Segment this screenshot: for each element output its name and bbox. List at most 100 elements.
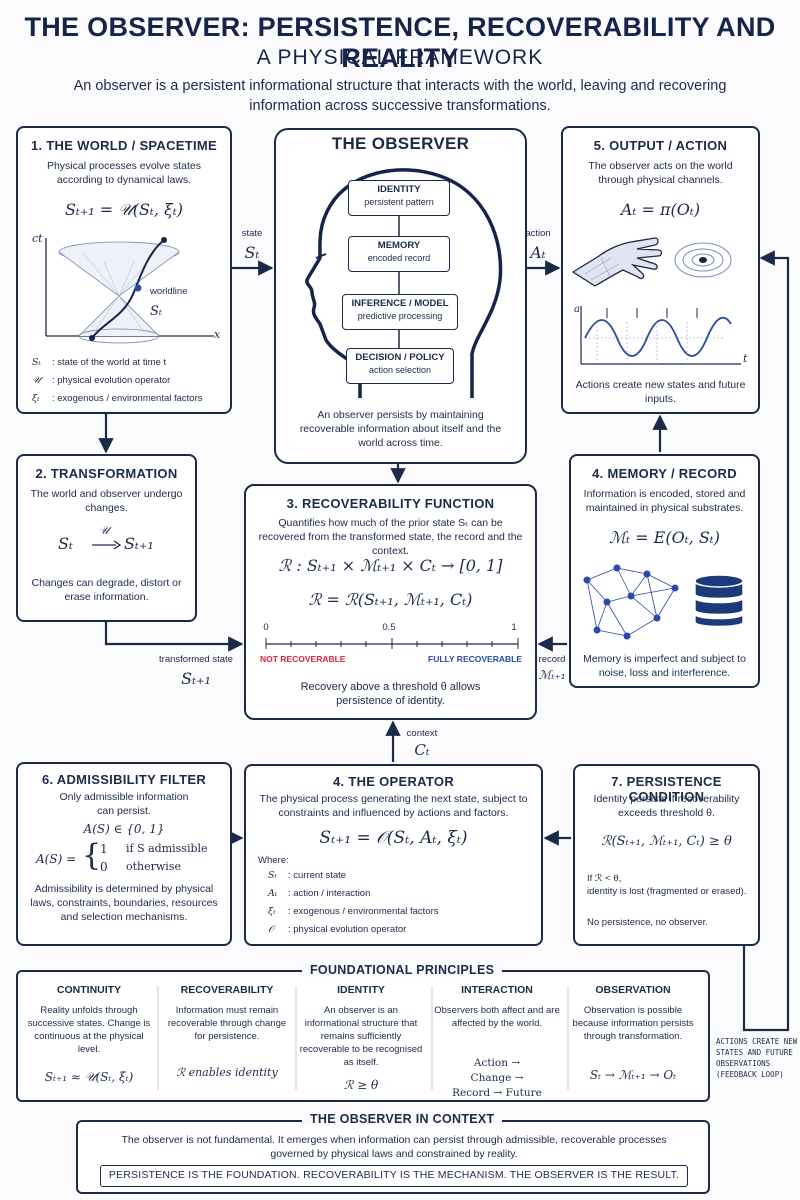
worldline-label: worldline — [150, 286, 188, 297]
neural-network-icon — [583, 564, 679, 640]
operator-definitions: Sₜ: current state Aₜ: action / interacti… — [268, 867, 528, 939]
action-wave-plot — [580, 306, 741, 365]
action-flow-label: action — [525, 228, 551, 239]
case2-condition: otherwise — [126, 860, 181, 873]
tagline-box — [100, 1165, 688, 1187]
not-recoverable-label: NOT RECOVERABLE — [260, 654, 346, 664]
recoverability-footer: Recovery above a threshold θ allows pers… — [300, 681, 481, 707]
transformation-to: Sₜ₊₁ — [124, 534, 154, 553]
context-text: The observer is not fundamental. It emer… — [121, 1134, 667, 1160]
transformation-panel: 2. TRANSFORMATION The world and observer… — [16, 454, 197, 622]
feedback-loop-note: ACTIONS CREATE NEW STATES AND FUTURE OBS… — [716, 1037, 798, 1079]
identity-layer: IDENTITY persistent pattern — [348, 180, 450, 216]
tagline: PERSISTENCE IS THE FOUNDATION. RECOVERAB… — [108, 1169, 680, 1181]
admissibility-title: 6. ADMISSIBILITY FILTER — [41, 772, 207, 787]
operator-equation: Sₜ₊₁ = 𝒪(Sₜ, Aₜ, ξₜ) — [319, 828, 468, 848]
persistence-desc: Identity persists if recoverability exce… — [593, 793, 740, 819]
transformation-arrow — [92, 540, 122, 550]
operator-desc: The physical process generating the next… — [259, 793, 528, 819]
transformation-title: 2. TRANSFORMATION — [35, 466, 178, 481]
def-row: Sₜ: current state — [268, 870, 347, 881]
signal-waves-icon — [674, 242, 732, 278]
page-subtitle: A PHYSICAL FRAMEWORK — [256, 46, 544, 69]
database-icon — [694, 574, 744, 628]
recoverability-eq1: ℛ : Sₜ₊₁ × ℳₜ₊₁ × Cₜ → [0, 1] — [278, 556, 503, 575]
world-equation: Sₜ₊₁ = 𝒰(Sₜ, ξₜ) — [64, 200, 184, 219]
memory-panel: 4. MEMORY / RECORD Information is encode… — [569, 454, 760, 688]
transformation-footer: Changes can degrade, distort or erase in… — [31, 577, 182, 603]
layer-connectors — [398, 216, 400, 348]
hand-icon — [571, 237, 663, 287]
principle-identity: IDENTITY An observer is an informational… — [299, 984, 423, 1092]
principle-observation: OBSERVATION Observation is possible beca… — [572, 984, 694, 1082]
transformation-from: Sₜ — [58, 534, 73, 553]
principle-recoverability: RECOVERABILITY Information must remain r… — [167, 984, 287, 1079]
action-flow-symbol: Aₜ — [530, 243, 546, 262]
world-panel: 1. THE WORLD / SPACETIME Physical proces… — [16, 126, 232, 414]
context-flow-label: context — [406, 728, 438, 739]
axis-t-label: t — [743, 352, 748, 365]
context-title: THE OBSERVER IN CONTEXT — [302, 1112, 503, 1126]
admissibility-brace: { — [82, 838, 102, 873]
world-desc: Physical processes evolve states accordi… — [46, 160, 202, 186]
principle-continuity: CONTINUITY Reality unfolds through succe… — [27, 984, 151, 1084]
memory-desc: Information is encoded, stored and maint… — [583, 488, 746, 514]
recoverability-title: 3. RECOVERABILITY FUNCTION — [286, 496, 495, 511]
page-title: THE OBSERVER: PERSISTENCE, RECOVERABILIT… — [24, 12, 776, 73]
spacetime-cone-diagram — [45, 237, 214, 344]
principles-title: FOUNDATIONAL PRINCIPLES — [302, 963, 503, 977]
operator-panel: 4. THE OPERATOR The physical process gen… — [244, 764, 543, 946]
output-panel: 5. OUTPUT / ACTION The observer acts on … — [561, 126, 760, 414]
fully-recoverable-label: FULLY RECOVERABLE — [428, 654, 522, 664]
output-footer: Actions create new states and future inp… — [575, 379, 746, 405]
arrow-transformation-to-recoverability — [104, 622, 244, 652]
admissibility-footer: Admissibility is determined by physical … — [30, 883, 218, 923]
def-row: ξₜ: exogenous / environmental factors — [32, 393, 203, 404]
context-flow-symbol: Cₜ — [414, 741, 430, 759]
record-flow-symbol: ℳₜ₊₁ — [538, 668, 566, 682]
transformation-operator: 𝒰 — [99, 524, 109, 537]
memory-footer: Memory is imperfect and subject to noise… — [583, 653, 746, 679]
world-definitions: Sₜ: state of the world at time t 𝒰: phys… — [32, 354, 228, 408]
persistence-title: 7. PERSISTENCE CONDITION — [611, 774, 722, 804]
recoverability-desc: Quantifies how much of the prior state S… — [258, 517, 523, 557]
transformed-flow-label: transformed state — [159, 654, 233, 665]
memory-equation: ℳₜ = E(Oₜ, Sₜ) — [609, 528, 720, 547]
admissibility-panel: 6. ADMISSIBILITY FILTER Only admissible … — [16, 762, 232, 946]
context-panel — [76, 1120, 710, 1194]
admissibility-lhs: A(S) = — [36, 852, 77, 866]
recoverability-scale — [265, 638, 519, 649]
decision-layer: DECISION / POLICY action selection — [346, 348, 454, 384]
state-flow-label: state — [241, 228, 263, 239]
principle-interaction: INTERACTION Observers both affect and ar… — [434, 984, 560, 1099]
recoverability-panel: 3. RECOVERABILITY FUNCTION Quantifies ho… — [244, 484, 537, 720]
world-title: 1. THE WORLD / SPACETIME — [30, 138, 218, 153]
output-equation: Aₜ = π(Oₜ) — [620, 200, 701, 219]
observer-title: THE OBSERVER — [325, 134, 476, 154]
observer-footer: An observer persists by maintaining reco… — [299, 409, 502, 449]
axis-a-label: a — [574, 304, 580, 315]
axis-x-label: x — [214, 328, 221, 341]
worldline-symbol: Sₜ — [150, 304, 163, 319]
persistence-footer: No persistence, no observer. — [587, 917, 708, 928]
head-silhouette-icon — [305, 168, 503, 398]
observer-panel: THE OBSERVER IDENTITY persistent pattern… — [274, 128, 527, 464]
recoverability-eq2: ℛ = ℛ(Sₜ₊₁, ℳₜ₊₁, Cₜ) — [308, 590, 473, 609]
def-row: Sₜ: state of the world at time t — [32, 357, 167, 368]
intro-text: An observer is a persistent informationa… — [73, 78, 727, 114]
inference-layer: INFERENCE / MODEL predictive processing — [342, 294, 458, 330]
state-flow-symbol: Sₜ — [244, 243, 260, 262]
case2-value: 0 — [100, 860, 108, 874]
def-row: 𝒪: physical evolution operator — [268, 924, 407, 935]
def-row: ξₜ: exogenous / environmental factors — [268, 906, 439, 917]
axis-ct-label: ct — [32, 232, 43, 245]
memory-layer: MEMORY encoded record — [348, 236, 450, 272]
persistence-condition-2: identity is lost (fragmented or erased). — [587, 886, 747, 897]
operator-title: 4. THE OPERATOR — [332, 774, 455, 789]
persistence-equation: ℛ(Sₜ₊₁, ℳₜ₊₁, Cₜ) ≥ θ — [601, 834, 732, 849]
admissibility-desc: Only admissible information can persist. — [59, 791, 189, 817]
output-desc: The observer acts on the world through p… — [588, 160, 733, 186]
transformation-desc: The world and observer undergo changes. — [30, 488, 183, 514]
def-row: 𝒰: physical evolution operator — [32, 375, 171, 386]
